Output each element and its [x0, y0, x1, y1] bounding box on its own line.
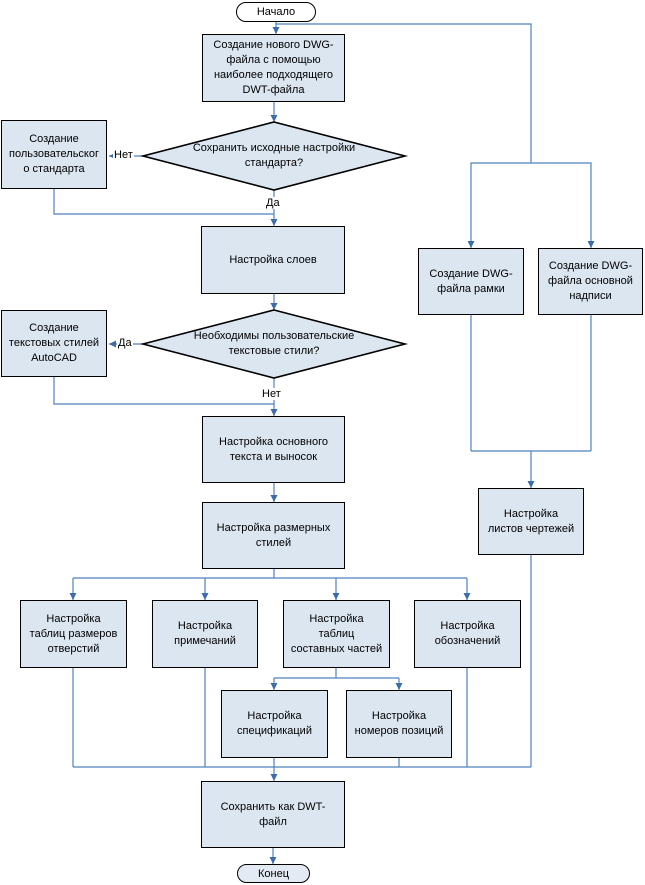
- edge-label-no-2: Нет: [261, 388, 282, 400]
- decision-need-text-styles-shape: [139, 309, 409, 379]
- node-custom-standard: Создание пользовательског о стандарта: [1, 120, 107, 189]
- node-main-text-leaders-setup: Настройка основного текста и выносок: [202, 416, 345, 483]
- node-specifications-setup: Настройка спецификаций: [221, 690, 328, 758]
- node-parts-tables-setup: Настройка таблиц составных частей: [283, 600, 390, 668]
- node-title-block-dwg: Создание DWG- файла основной надписи: [538, 248, 643, 315]
- node-end: Конец: [237, 864, 310, 883]
- edge-label-yes-1: Да: [265, 197, 281, 209]
- node-sheets-setup: Настройка листов чертежей: [478, 488, 584, 555]
- edge-label-yes-2: Да: [117, 337, 133, 349]
- node-dimension-styles-setup: Настройка размерных стилей: [202, 502, 345, 569]
- node-save-as-dwt: Сохранить как DWT- файл: [201, 781, 345, 848]
- decision-keep-standard-settings-shape: [139, 121, 409, 191]
- node-layers-setup: Настройка слоев: [201, 226, 345, 294]
- node-create-new-dwg: Создание нового DWG- файла с помощью наи…: [202, 34, 345, 102]
- node-symbols-setup: Настройка обозначений: [414, 600, 521, 668]
- node-hole-tables-setup: Настройка таблиц размеров отверстий: [20, 600, 127, 668]
- node-start: Начало: [236, 2, 316, 22]
- node-item-numbers-setup: Настройка номеров позиций: [346, 690, 452, 758]
- node-autocad-text-styles: Создание текстовых стилей AutoCAD: [1, 310, 107, 377]
- node-frame-dwg: Создание DWG- файла рамки: [418, 248, 524, 315]
- node-notes-setup: Настройка примечаний: [152, 600, 258, 668]
- edge-label-no-1: Нет: [113, 149, 134, 161]
